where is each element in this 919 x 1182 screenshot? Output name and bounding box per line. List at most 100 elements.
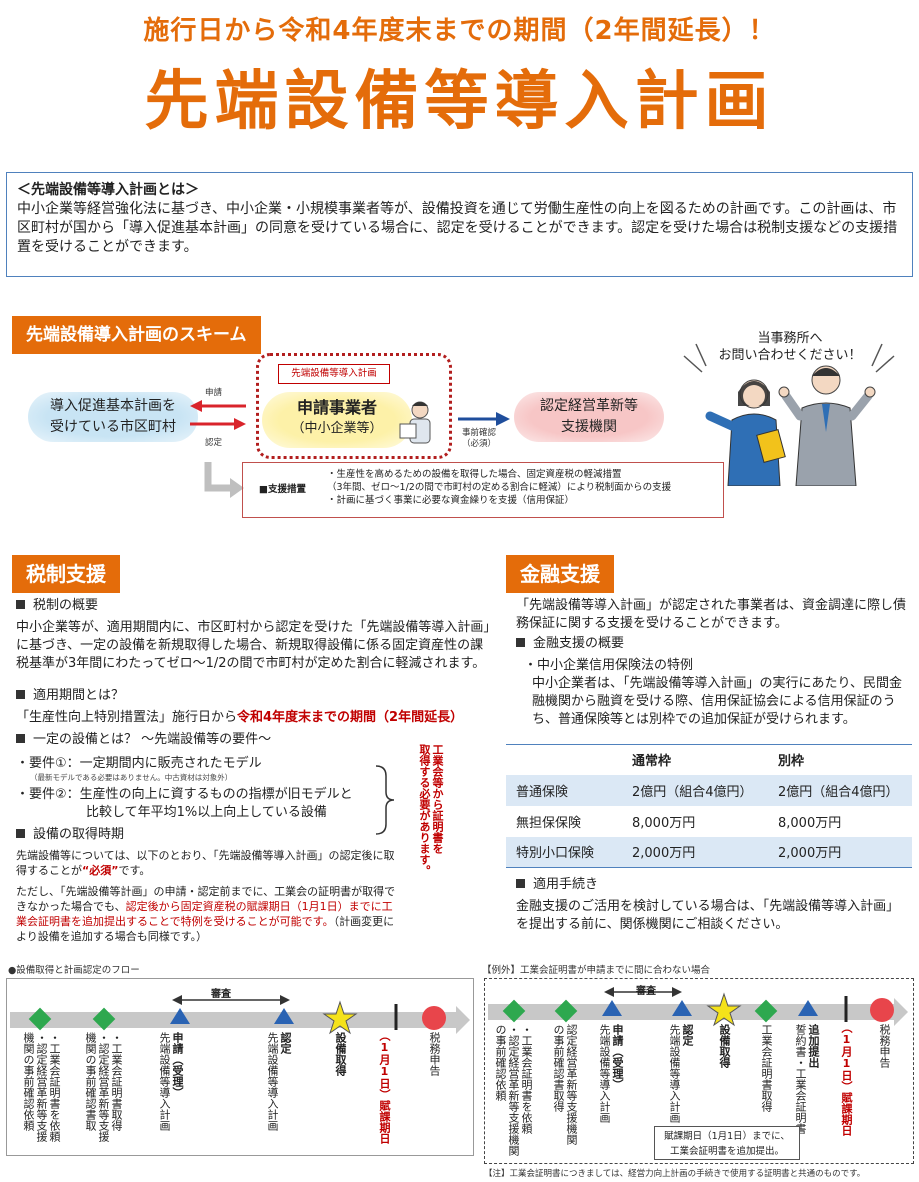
flow1-step7: 税務申告 [428, 1032, 441, 1076]
applicant-title: 申請事業者 [296, 398, 377, 417]
tax-timing-must: “必須” [82, 864, 119, 877]
flow1-box [6, 978, 474, 1156]
finance-section: 「先端設備等導入計画」が認定された事業者は、資金調達に際し債務保証に関する支援を… [516, 597, 910, 729]
table-cell: 特別小口保険 [506, 836, 622, 868]
flow1-step2-line: 機関の事前確認書取 [84, 1032, 97, 1131]
table-cell: 2,000万円 [768, 836, 912, 868]
table-cell: 無担保保険 [516, 815, 582, 831]
contact-callout: 当事務所へ お問い合わせください！ [690, 330, 890, 364]
flow2-step2-line: 認定経営革新等支援機関 [565, 1024, 578, 1145]
contact-line2: お問い合わせください！ [718, 348, 862, 363]
tax-period-heading: 適用期間とは？ [16, 687, 496, 705]
flow2-callout-line2: 工業会証明書を追加提出。 [669, 1146, 784, 1157]
flow1-title: ●設備取得と計画認定のフロー [8, 965, 140, 976]
flow2-timeline [488, 987, 908, 1027]
support-items: ・生産性を高めるための設備を取得した場合、固定資産税の軽減措置 （3年間、ゼロ～… [327, 468, 719, 507]
certificate-note-line1: 工業会等から証明書を [431, 744, 444, 854]
guarantee-table: 通常枠 別枠 普通保険 2億円（組合4億円） 2億円（組合4億円） 無担保保険 … [506, 744, 912, 868]
flow2-footnote: 【注】工業会証明書につきましては、経営力向上計画の手続きで使用する証明書と共通の… [484, 1169, 866, 1179]
finance-procedure-heading-text: 適用手続き [533, 877, 599, 892]
square-bullet-icon [516, 879, 525, 888]
table-header [506, 744, 622, 775]
tax-timing-p1-post: です。 [118, 864, 151, 877]
flow2-step4: 認定先端設備等導入計画 [668, 1024, 694, 1144]
certificate-note-line2: 取得する必要があります。 [418, 744, 431, 876]
finance-overview-heading-text: 金融支援の概要 [533, 636, 625, 651]
tax-timing-p1: 先端設備等については、以下のとおり、「先端設備等導入計画」の認定後に取得すること… [16, 848, 396, 878]
flow1-step5: 設備取得 [334, 1032, 347, 1076]
flow1-step4: 認定先端設備等導入計画 [266, 1032, 292, 1150]
flow2-step1-line: の事前確認依頼 [494, 1024, 507, 1101]
requirements-brace [375, 765, 395, 835]
flow1-step3-line: 先端設備等導入計画 [158, 1032, 171, 1131]
tax-period-highlight: 令和4年度末までの期間（2年間延長） [237, 710, 464, 725]
flow2-box [484, 978, 914, 1164]
flow1-step6: （1月1日）賦課期日 [378, 1030, 391, 1144]
precheck-label: 事前確認 （必須） [462, 428, 496, 450]
intro-box: ＜先端設備等導入計画とは＞ 中小企業等経営強化法に基づき、中小企業・小規模事業者… [6, 172, 913, 277]
support-item: ・計画に基づく事業に必要な資金繰りを支援（信用保証） [327, 495, 575, 506]
tax-section: 税制の概要 中小企業等が、適用期間内に、市区町村から認定を受けた「先端設備等導入… [16, 597, 496, 944]
support-agency-node: 認定経営革新等 支援機関 [514, 392, 664, 442]
page-title: 先端設備等導入計画 [144, 65, 775, 139]
flow1-step1-line: ・認定経営革新等支援 [35, 1032, 48, 1142]
support-label: ■支援措置 [259, 484, 306, 495]
flow2-step1-line: ・工業会証明書を依頼 [520, 1024, 533, 1134]
table-cell: 普通保険 [506, 774, 622, 806]
contact-line1: 当事務所へ [757, 331, 823, 346]
tax-req2-line2: 比較して年平均1%以上向上している設備 [86, 805, 327, 820]
flow2-step4-title: 認定 [681, 1024, 694, 1046]
finance-procedure: 適用手続き 金融支援のご活用を検討している場合は、「先端設備等導入計画」を提出す… [516, 876, 910, 934]
finance-label: 金融支援 [506, 555, 614, 593]
flow1-step1-line: 機関の事前確認依頼 [22, 1032, 35, 1131]
tax-overview-heading: 税制の概要 [16, 597, 496, 615]
support-measures-box: ■支援措置 ・生産性を高めるための設備を取得した場合、固定資産税の軽減措置 （3… [242, 462, 724, 518]
municipality-line2: 受けている市区町村 [50, 419, 176, 435]
table-header: 通常枠 [622, 744, 768, 775]
applicant-node: 申請事業者 （中小企業等） [262, 392, 412, 448]
tax-timing-heading-text: 設備の取得時期 [33, 827, 125, 842]
tax-label: 税制支援 [12, 555, 120, 593]
table-cell: 8,000万円 [778, 815, 842, 831]
flow1-step1-line: ・工業会証明書を依頼 [48, 1032, 61, 1142]
flow1-timeline [10, 995, 470, 1035]
flow2-step4-line: 先端設備等導入計画 [668, 1024, 681, 1123]
agency-line2: 支援機関 [561, 419, 617, 435]
intro-body: 中小企業等経営強化法に基づき、中小企業・小規模事業者等が、設備投資を通じて労働生… [17, 201, 898, 255]
flow1-step1: ・工業会証明書を依頼・認定経営革新等支援機関の事前確認依頼 [22, 1032, 61, 1150]
flow1-step4-line: 先端設備等導入計画 [266, 1032, 279, 1131]
flow2-step6: 工業会証明書取得 [760, 1024, 773, 1112]
flow2-step2-line: の事前確認書取得 [552, 1024, 565, 1112]
finance-sub-body: 中小企業者は、「先端設備等導入計画」の実行にあたり、民間金融機関から融資を受ける… [532, 676, 902, 727]
flow2-step1: ・工業会証明書を依頼・認定経営革新等支援機関の事前確認依頼 [494, 1024, 533, 1156]
finance-overview-heading: 金融支援の概要 [516, 635, 910, 653]
square-bullet-icon [16, 829, 25, 838]
flow1-review-label: 審査 [211, 989, 231, 1000]
plan-dotted-frame [256, 353, 452, 459]
tax-overview-heading-text: 税制の概要 [33, 598, 99, 613]
applicant-sub: （中小企業等） [291, 421, 383, 436]
table-cell: 8,000万円 [632, 815, 696, 831]
tax-timing-p2-pre: ただし、「先端設備等計画」の申請・認定前までに、工業会の証明書が取得できなかった… [16, 885, 396, 913]
flow2-step1-line: ・認定経営革新等支援機関 [507, 1024, 520, 1156]
finance-sub-heading: ・中小企業信用保険法の特例 [524, 658, 694, 673]
square-bullet-icon [16, 734, 25, 743]
consultants-illustration [683, 343, 895, 486]
tax-timing-p2: ただし、「先端設備等計画」の申請・認定前までに、工業会の証明書が取得できなかった… [16, 884, 396, 944]
tax-timing-p2-highlight: 認定後から固定資産税の賦課期日（1月1日）までに工業会証明書を追加提出することで… [16, 900, 393, 928]
flow2-callout-line1: 賦課期日（1月1日）までに、 [664, 1131, 790, 1142]
tax-period-body: 「生産性向上特別措置法」施行日から令和4年度末までの期間（2年間延長） [16, 709, 496, 727]
tax-timing-heading: 設備の取得時期 [16, 826, 496, 844]
support-item: （3年間、ゼロ～1/2の間で市町村の定める割合に軽減）により税制面からの支援 [327, 482, 672, 493]
flow1-step3: 申請（受理）先端設備等導入計画 [158, 1032, 184, 1150]
finance-procedure-body: 金融支援のご活用を検討している場合は、「先端設備等導入計画」を提出する前に、関係… [516, 899, 900, 932]
support-item: ・生産性を高めるための設備を取得した場合、固定資産税の軽減措置 [327, 469, 622, 480]
flow2-step7-title: 追加提出 [807, 1024, 820, 1068]
applicant-person-icon [399, 401, 431, 444]
finance-intro: 「先端設備等導入計画」が認定された事業者は、資金調達に際し債務保証に関する支援を… [516, 598, 907, 631]
tax-timing-p1-pre: 先端設備等については、以下のとおり、「先端設備等導入計画」の認定後に取得すること… [16, 849, 395, 877]
tax-timing-p2-post: （計画変更により設備を追加する場合も同様です。） [16, 915, 395, 943]
table-header: 別枠 [768, 744, 912, 775]
tax-req1: ・要件①：一定期間内に販売されたモデル [16, 756, 262, 771]
square-bullet-icon [516, 638, 525, 647]
